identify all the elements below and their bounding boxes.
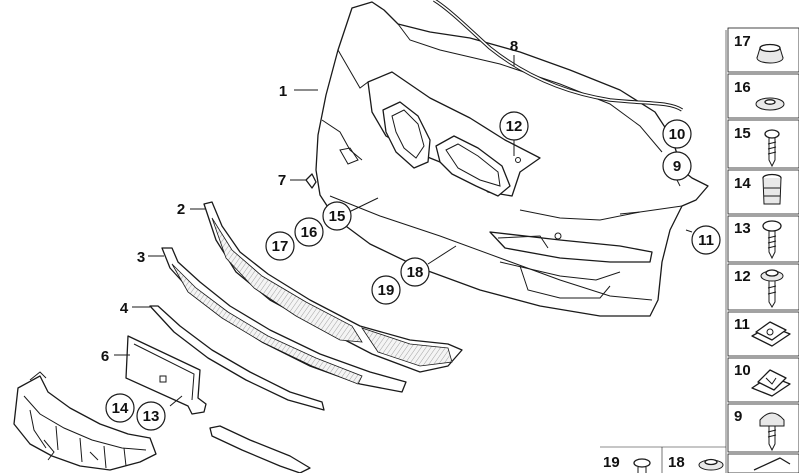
svg-text:15: 15 [329, 208, 346, 225]
bottom-item-18: 18 [668, 454, 724, 471]
trim-strip-lower [149, 305, 325, 411]
leader-lines [114, 55, 693, 407]
svg-text:16: 16 [734, 79, 751, 96]
label-1: 1 [279, 83, 287, 100]
label-8: 8 [510, 38, 518, 55]
callout-17: 17 [265, 231, 295, 261]
svg-text:11: 11 [734, 316, 750, 333]
callout-18: 18 [400, 257, 430, 287]
callout-12: 12 [499, 111, 529, 141]
callout-15: 15 [322, 201, 352, 231]
side-item-11: 11 [727, 311, 799, 357]
svg-text:15: 15 [734, 125, 751, 142]
seal-strip [433, 0, 683, 112]
svg-text:16: 16 [301, 224, 318, 241]
bumper-carrier-bracket [13, 371, 157, 471]
callout-10: 10 [662, 119, 692, 149]
svg-text:19: 19 [603, 454, 620, 471]
callout-14: 14 [105, 393, 135, 423]
callout-11: 11 [691, 225, 721, 255]
side-item-13: 13 [727, 215, 799, 263]
svg-text:10: 10 [669, 126, 686, 143]
svg-text:9: 9 [673, 158, 681, 175]
circled-callouts: 12 10 9 11 15 16 17 18 19 14 13 [105, 111, 721, 431]
svg-text:11: 11 [698, 232, 714, 249]
label-6: 6 [101, 348, 109, 365]
bottom-row: 19 18 [600, 446, 726, 473]
svg-text:14: 14 [734, 175, 751, 192]
side-item-10: 10 [727, 357, 799, 403]
label-4: 4 [120, 300, 129, 317]
svg-text:17: 17 [734, 33, 751, 50]
svg-text:9: 9 [734, 408, 742, 425]
svg-text:12: 12 [734, 268, 751, 285]
svg-text:17: 17 [272, 238, 289, 255]
label-3: 3 [137, 249, 145, 266]
side-item-15: 15 [727, 119, 799, 169]
label-2: 2 [177, 201, 185, 218]
svg-text:13: 13 [143, 408, 160, 425]
side-item-14: 14 [727, 169, 799, 215]
svg-text:14: 14 [112, 400, 129, 417]
side-item-9: 9 [727, 403, 799, 453]
side-item-12: 12 [727, 263, 799, 311]
grille-strip-upper [203, 201, 463, 373]
plain-labels: 1 2 3 4 6 7 8 [101, 38, 518, 365]
grille-strip-middle [161, 247, 407, 393]
label-7: 7 [278, 172, 286, 189]
svg-text:12: 12 [506, 118, 523, 135]
clip-part-7 [305, 173, 317, 189]
callout-9: 9 [662, 151, 692, 181]
svg-text:19: 19 [378, 282, 395, 299]
side-item-16: 16 [727, 73, 799, 119]
bottom-trim-strip [209, 425, 311, 473]
svg-text:18: 18 [668, 454, 685, 471]
svg-text:18: 18 [407, 264, 424, 281]
license-plate-base [125, 335, 207, 415]
bumper-cover [315, 1, 709, 317]
svg-text:13: 13 [734, 220, 751, 237]
svg-text:10: 10 [734, 362, 751, 379]
callout-13: 13 [136, 401, 166, 431]
callout-19: 19 [371, 275, 401, 305]
callout-16: 16 [294, 217, 324, 247]
side-panel: 17 16 15 14 [725, 27, 799, 473]
bottom-item-19: 19 [603, 454, 651, 473]
side-item-17: 17 [727, 27, 799, 73]
